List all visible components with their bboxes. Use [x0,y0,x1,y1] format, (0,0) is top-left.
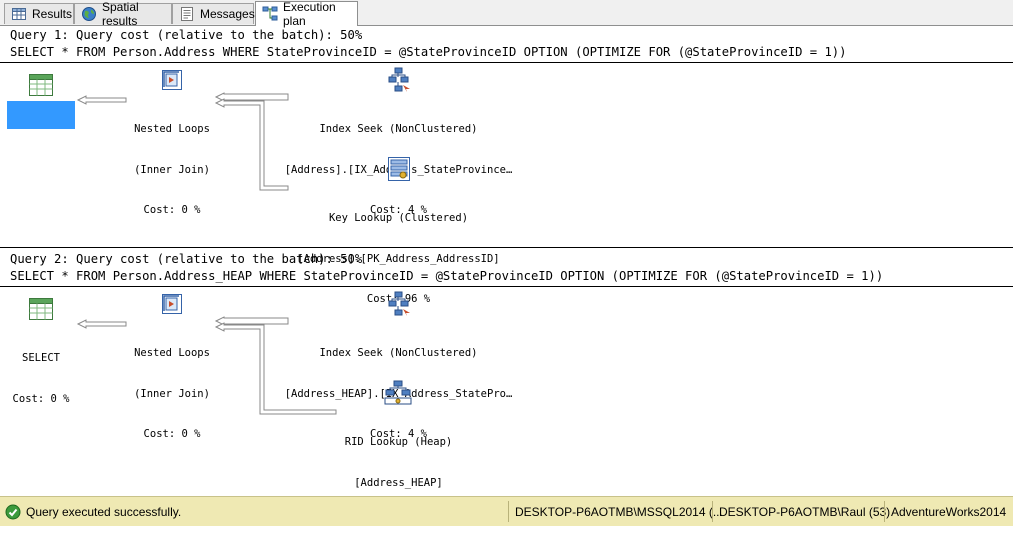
tab-execution-plan[interactable]: Execution plan [255,0,358,28]
query-status-bar: Query executed successfully. DESKTOP-P6A… [0,496,1013,526]
plan-connectors [76,92,337,415]
select-label: SELECT [22,352,60,364]
select-cost: Cost: 0 % [12,168,70,181]
query-2-sql: SELECT * FROM Person.Address_HEAP WHERE … [10,269,884,283]
tab-spatial-results-label: Spatial results [102,0,139,28]
tab-execution-plan-label: Execution plan [283,0,336,28]
index-seek-cost: Cost: 4 % [370,428,427,440]
rid-lookup-object: [Address_HEAP] [354,476,443,489]
rid-lookup-label: RID Lookup (Heap) [344,436,453,448]
index-seek-object: [Address_HEAP].[IX_Address_StatePro… [284,387,513,400]
nested-loops-label: Nested Loops [134,347,210,359]
nested-loops-label: Nested Loops [134,123,210,135]
nested-loops-join-type: (Inner Join) [134,163,210,176]
nested-loops-cost: Cost: 0 % [143,204,201,216]
status-database: AdventureWorks2014 [891,504,1007,519]
index-seek-icon[interactable] [386,291,412,317]
success-check-icon [5,504,21,519]
query-2-nested-loops-node[interactable]: Nested Loops (Inner Join) Cost: 0 % [118,320,226,455]
status-separator [508,501,509,522]
nested-loops-icon[interactable] [160,68,184,92]
tab-spatial-results[interactable]: Spatial results [74,0,172,28]
status-user: DESKTOP-P6AOTMB\Raul (53) [719,504,891,519]
status-message-area: Query executed successfully. [5,497,181,526]
tab-messages-label: Messages [200,7,255,21]
query-1-divider [0,62,1013,63]
key-lookup-object: [Address].[PK_Address_AddressID] [297,252,500,265]
nested-loops-join-type: (Inner Join) [134,387,210,400]
select-result-icon[interactable] [28,297,54,321]
globe-icon [82,7,96,21]
index-seek-icon[interactable] [386,67,412,93]
status-message: Query executed successfully. [26,504,182,519]
result-tab-strip: Results Spatial results Messages Executi… [0,0,1013,28]
select-cost: Cost: 0 % [12,392,70,405]
query-1-select-node[interactable]: SELECT Cost: 0 % [7,101,75,181]
query-1-sql: SELECT * FROM Person.Address WHERE State… [10,45,847,59]
tab-messages[interactable]: Messages [172,3,255,24]
status-server: DESKTOP-P6AOTMB\MSSQL2014 (... [515,504,723,519]
query-1-arrow-nested-to-select [76,95,127,105]
nested-loops-cost: Cost: 0 % [143,428,201,440]
query-2-arrow-lookup-to-nested [214,322,337,415]
query-2-top-divider [0,247,1013,248]
select-label: SELECT [22,128,60,140]
select-result-icon[interactable] [28,73,54,97]
status-separator [884,501,885,522]
query-2-header: Query 2: Query cost (relative to the bat… [10,252,363,266]
query-2-divider [0,286,1013,287]
query-2-index-seek-node[interactable]: Index Seek (NonClustered) [Address_HEAP]… [276,320,521,455]
grid-icon [12,8,26,20]
index-seek-cost: Cost: 4 % [370,204,427,216]
query-1-header: Query 1: Query cost (relative to the bat… [10,28,363,42]
query-2-arrow-nested-to-select [76,319,127,329]
index-seek-label: Index Seek (NonClustered) [319,347,478,359]
query-2-select-node[interactable]: SELECT Cost: 0 % [7,325,75,420]
execution-plan-icon [262,6,278,21]
nested-loops-icon[interactable] [160,292,184,316]
query-1-nested-loops-node[interactable]: Nested Loops (Inner Join) Cost: 0 % [118,96,226,231]
query-1-arrow-lookup-to-nested [214,98,289,191]
rid-lookup-icon[interactable] [384,380,412,406]
key-lookup-icon[interactable] [386,156,412,182]
messages-icon [181,7,193,21]
tab-results[interactable]: Results [4,3,74,24]
index-seek-label: Index Seek (NonClustered) [319,123,478,135]
status-separator [712,501,713,522]
key-lookup-label: Key Lookup (Clustered) [328,212,469,224]
tab-results-label: Results [32,7,73,21]
